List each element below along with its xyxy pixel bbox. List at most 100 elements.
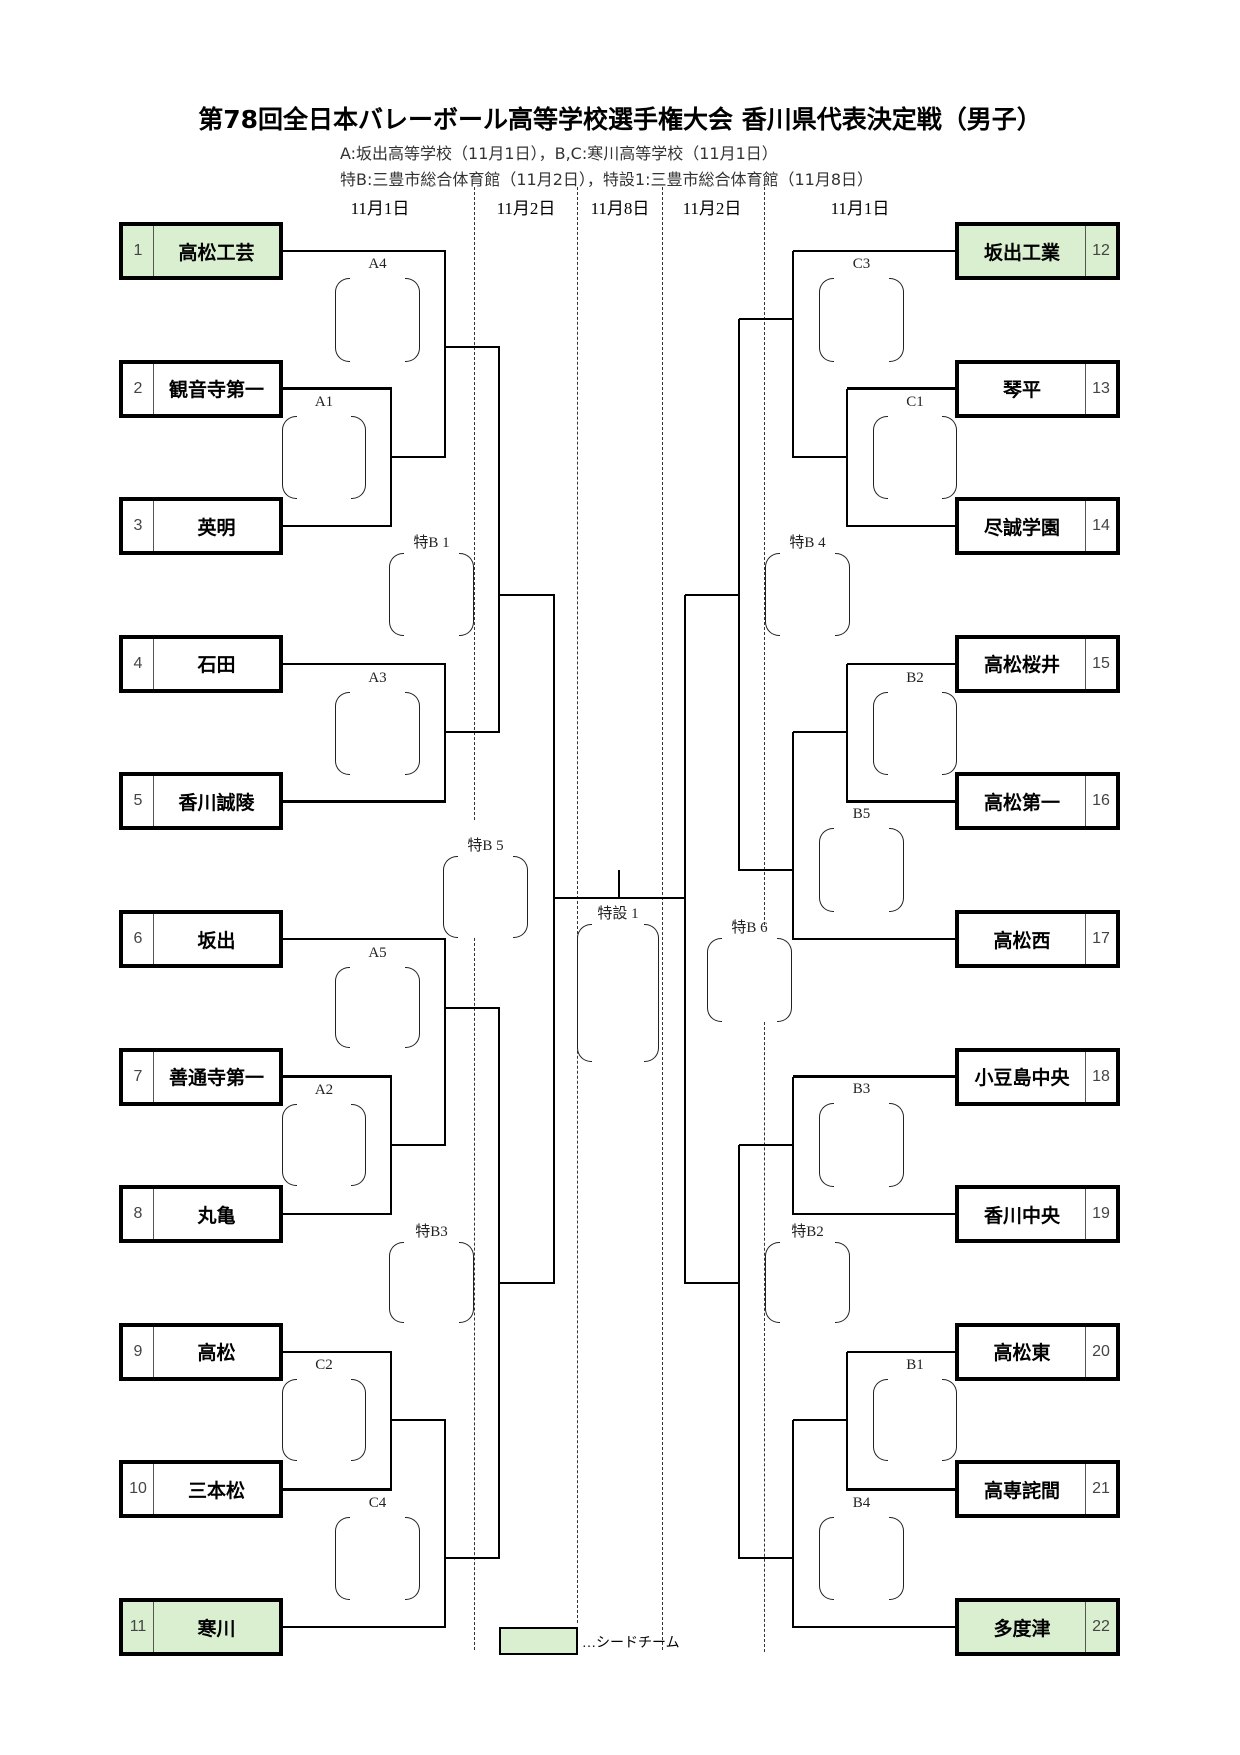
score-entry-bracket[interactable] <box>873 692 957 775</box>
score-entry-bracket[interactable] <box>443 856 528 938</box>
score-entry-bracket[interactable] <box>873 416 957 499</box>
bracket-line <box>791 732 795 941</box>
bracket-line <box>847 662 957 666</box>
team-number: 18 <box>1085 1051 1116 1102</box>
match-label: 特B2 <box>791 1224 824 1240</box>
team-name: 英明 <box>197 516 236 539</box>
score-entry-bracket[interactable] <box>765 553 850 636</box>
team-box[interactable]: 琴平 13 <box>955 359 1120 418</box>
score-entry-bracket[interactable] <box>819 1517 904 1600</box>
bracket-line <box>793 1075 957 1078</box>
score-entry-bracket[interactable] <box>335 1517 420 1600</box>
right-paren-icon <box>889 278 904 362</box>
left-paren-icon <box>819 828 834 912</box>
bracket-line <box>445 730 501 734</box>
score-entry-bracket[interactable] <box>282 1104 366 1186</box>
team-number: 14 <box>1085 501 1116 552</box>
score-entry-bracket[interactable] <box>819 828 904 912</box>
seed-legend-label: …シードチーム <box>582 1636 680 1651</box>
left-paren-icon <box>819 278 834 362</box>
team-name: 琴平 <box>1002 379 1041 402</box>
team-name: 高松第一 <box>983 791 1060 814</box>
team-name: 寒川 <box>197 1617 236 1640</box>
date-label-round2-right: 11月2日 <box>682 199 742 218</box>
left-paren-icon <box>335 1517 350 1600</box>
score-entry-bracket[interactable] <box>577 924 659 1062</box>
score-entry-bracket[interactable] <box>335 278 420 362</box>
score-entry-bracket[interactable] <box>819 1103 904 1187</box>
score-entry-bracket[interactable] <box>873 1379 957 1461</box>
match-label: 特設 1 <box>597 906 639 922</box>
bracket-line <box>617 870 621 900</box>
bracket-line <box>685 593 741 597</box>
match-label: 特B 4 <box>789 535 826 551</box>
score-entry-bracket[interactable] <box>707 938 792 1022</box>
left-paren-icon <box>335 692 350 775</box>
team-name: 三本松 <box>187 1479 245 1502</box>
bracket-line <box>793 1418 849 1422</box>
score-entry-bracket[interactable] <box>819 278 904 362</box>
bracket-line <box>552 595 556 1285</box>
bracket-line <box>847 524 957 528</box>
left-paren-icon <box>282 416 297 499</box>
score-entry-bracket[interactable] <box>765 1242 850 1323</box>
match-label: A4 <box>368 256 387 272</box>
bracket-line <box>737 1145 741 1560</box>
round-divider-line <box>764 1022 765 1652</box>
venue-line-2: 特B:三豊市総合体育館（11月2日），特設1:三豊市総合体育館（11月8日） <box>340 170 874 189</box>
team-number: 19 <box>1085 1189 1116 1240</box>
right-paren-icon <box>459 553 474 636</box>
match-label: A2 <box>314 1082 334 1098</box>
bracket-line <box>443 1420 447 1629</box>
score-entry-bracket[interactable] <box>389 1242 474 1323</box>
score-entry-bracket[interactable] <box>282 1379 366 1461</box>
score-entry-bracket[interactable] <box>335 692 420 775</box>
match-label: A3 <box>368 670 387 686</box>
score-entry-bracket[interactable] <box>335 967 420 1048</box>
team-number: 13 <box>1085 363 1116 414</box>
bracket-line <box>791 1420 795 1629</box>
team-name: 石田 <box>197 654 236 677</box>
team-name: 多度津 <box>993 1617 1051 1640</box>
team-name: 坂出 <box>197 929 236 952</box>
team-name: 高松桜井 <box>983 654 1060 677</box>
bracket-line <box>793 455 849 459</box>
bracket-line <box>443 251 447 459</box>
score-entry-bracket[interactable] <box>282 416 366 499</box>
round-divider-line <box>474 187 475 820</box>
team-number: 8 <box>123 1189 154 1240</box>
bracket-line <box>445 345 501 349</box>
bracket-line <box>445 1556 501 1560</box>
round-divider-line <box>474 938 475 1650</box>
right-paren-icon <box>889 1103 904 1187</box>
match-label: C1 <box>906 394 924 410</box>
team-name: 高松 <box>197 1342 236 1365</box>
venue-line-1: A:坂出高等学校（11月1日），B,C:寒川高等学校（11月1日） <box>340 144 778 163</box>
left-paren-icon <box>819 1103 834 1187</box>
right-paren-icon <box>889 1517 904 1600</box>
bracket-line <box>391 455 447 459</box>
bracket-line <box>283 1625 447 1629</box>
score-entry-bracket[interactable] <box>389 553 474 636</box>
